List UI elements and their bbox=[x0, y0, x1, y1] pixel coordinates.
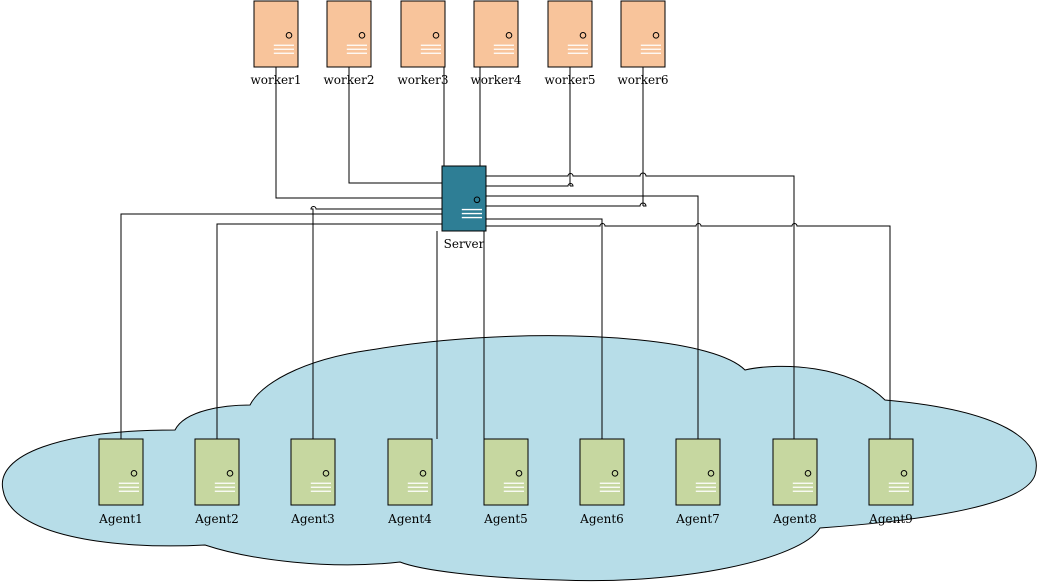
worker-1-node bbox=[253, 0, 299, 68]
nodes bbox=[98, 0, 914, 506]
agent-label: Agent9 bbox=[868, 512, 913, 526]
power-knob bbox=[505, 32, 513, 39]
worker-2-node bbox=[326, 0, 372, 68]
connection-line bbox=[486, 218, 603, 439]
power-knob bbox=[473, 196, 481, 204]
labels: worker1 worker2 worker3 worker4 worker5 … bbox=[98, 73, 913, 526]
connection-line bbox=[275, 67, 443, 199]
server-tower-icon bbox=[326, 0, 372, 68]
connection-line bbox=[120, 213, 443, 439]
agent-label: Agent2 bbox=[194, 512, 239, 526]
server-tower-icon bbox=[290, 438, 336, 506]
worker-label: worker5 bbox=[545, 73, 596, 87]
agent-label: Agent4 bbox=[387, 512, 432, 526]
connection-line bbox=[486, 67, 574, 187]
worker-label: worker1 bbox=[251, 73, 302, 87]
power-knob bbox=[419, 470, 427, 477]
power-knob bbox=[707, 470, 715, 477]
power-knob bbox=[130, 470, 138, 477]
server-tower-icon bbox=[772, 438, 818, 506]
agent-label: Agent8 bbox=[772, 512, 817, 526]
server-tower-icon bbox=[675, 438, 721, 506]
agent-8-node bbox=[772, 438, 818, 506]
agent-label: Agent6 bbox=[579, 512, 624, 526]
connection-lines bbox=[120, 67, 891, 439]
server-tower-icon bbox=[868, 438, 914, 506]
agent-label: Agent1 bbox=[98, 512, 143, 526]
connection-line bbox=[348, 67, 443, 184]
agent-2-node bbox=[194, 438, 240, 506]
connection-line bbox=[216, 223, 443, 439]
power-knob bbox=[358, 32, 366, 39]
server-tower-icon bbox=[400, 0, 446, 68]
power-knob bbox=[652, 32, 660, 39]
server-tower-icon bbox=[98, 438, 144, 506]
connection-line bbox=[486, 223, 891, 439]
worker-5-node bbox=[547, 0, 593, 68]
connection-line bbox=[486, 67, 647, 207]
worker-3-node bbox=[400, 0, 446, 68]
worker-label: worker6 bbox=[618, 73, 669, 87]
connection-line bbox=[310, 206, 443, 439]
server-node bbox=[441, 165, 487, 232]
agent-label: Agent5 bbox=[483, 512, 528, 526]
agent-1-node bbox=[98, 438, 144, 506]
server-tower-icon bbox=[194, 438, 240, 506]
agent-6-node bbox=[579, 438, 625, 506]
agent-label: Agent7 bbox=[675, 512, 720, 526]
server-tower-icon bbox=[387, 438, 433, 506]
power-knob bbox=[285, 32, 293, 39]
power-knob bbox=[432, 32, 440, 39]
server-tower-icon bbox=[620, 0, 666, 68]
server-tower-icon bbox=[253, 0, 299, 68]
worker-4-node bbox=[473, 0, 519, 68]
server-tower-icon bbox=[547, 0, 593, 68]
connection-line bbox=[486, 172, 795, 439]
power-knob bbox=[226, 470, 234, 477]
server-tower-icon bbox=[473, 0, 519, 68]
agent-9-node bbox=[868, 438, 914, 506]
worker-6-node bbox=[620, 0, 666, 68]
server-tower-icon bbox=[579, 438, 625, 506]
worker-label: worker3 bbox=[398, 73, 449, 87]
agent-label: Agent3 bbox=[290, 512, 335, 526]
power-knob bbox=[322, 470, 330, 477]
power-knob bbox=[611, 470, 619, 477]
power-knob bbox=[900, 470, 908, 477]
server-tower-icon bbox=[441, 165, 487, 232]
server-tower-icon bbox=[483, 438, 529, 506]
agent-5-node bbox=[483, 438, 529, 506]
power-knob bbox=[804, 470, 812, 477]
server-label: Server bbox=[444, 237, 485, 251]
worker-label: worker4 bbox=[471, 73, 522, 87]
agent-3-node bbox=[290, 438, 336, 506]
worker-label: worker2 bbox=[324, 73, 375, 87]
agent-4-node bbox=[387, 438, 433, 506]
connection-line bbox=[486, 195, 699, 439]
agent-7-node bbox=[675, 438, 721, 506]
power-knob bbox=[579, 32, 587, 39]
power-knob bbox=[515, 470, 523, 477]
